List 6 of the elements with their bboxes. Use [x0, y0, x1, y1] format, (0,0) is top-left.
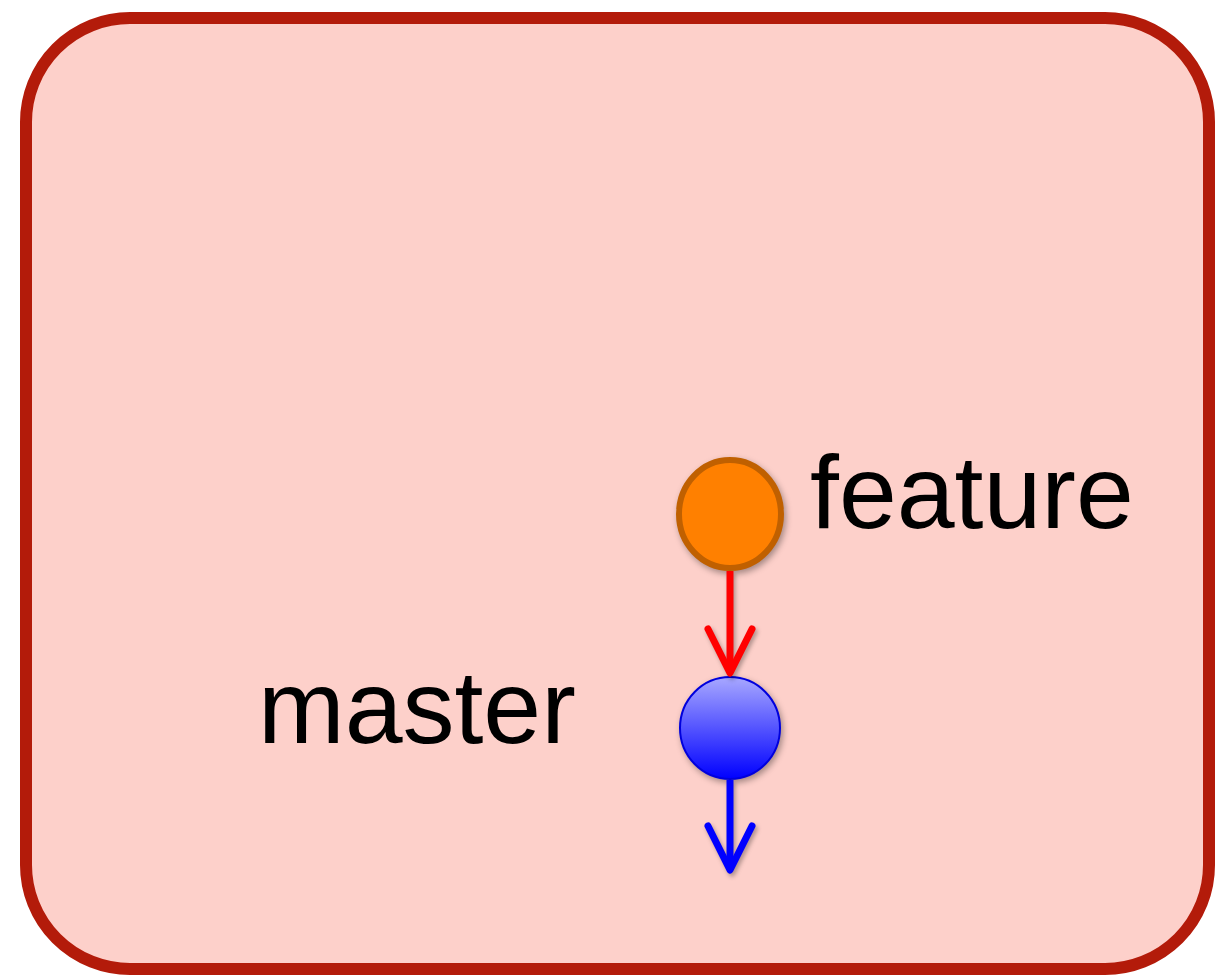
commit-circle	[676, 457, 784, 571]
arrow	[704, 780, 756, 874]
rounded-panel	[20, 12, 1215, 975]
branch-label: feature	[810, 440, 1134, 544]
branch-label: master	[258, 655, 576, 759]
commit-circle	[679, 676, 781, 780]
